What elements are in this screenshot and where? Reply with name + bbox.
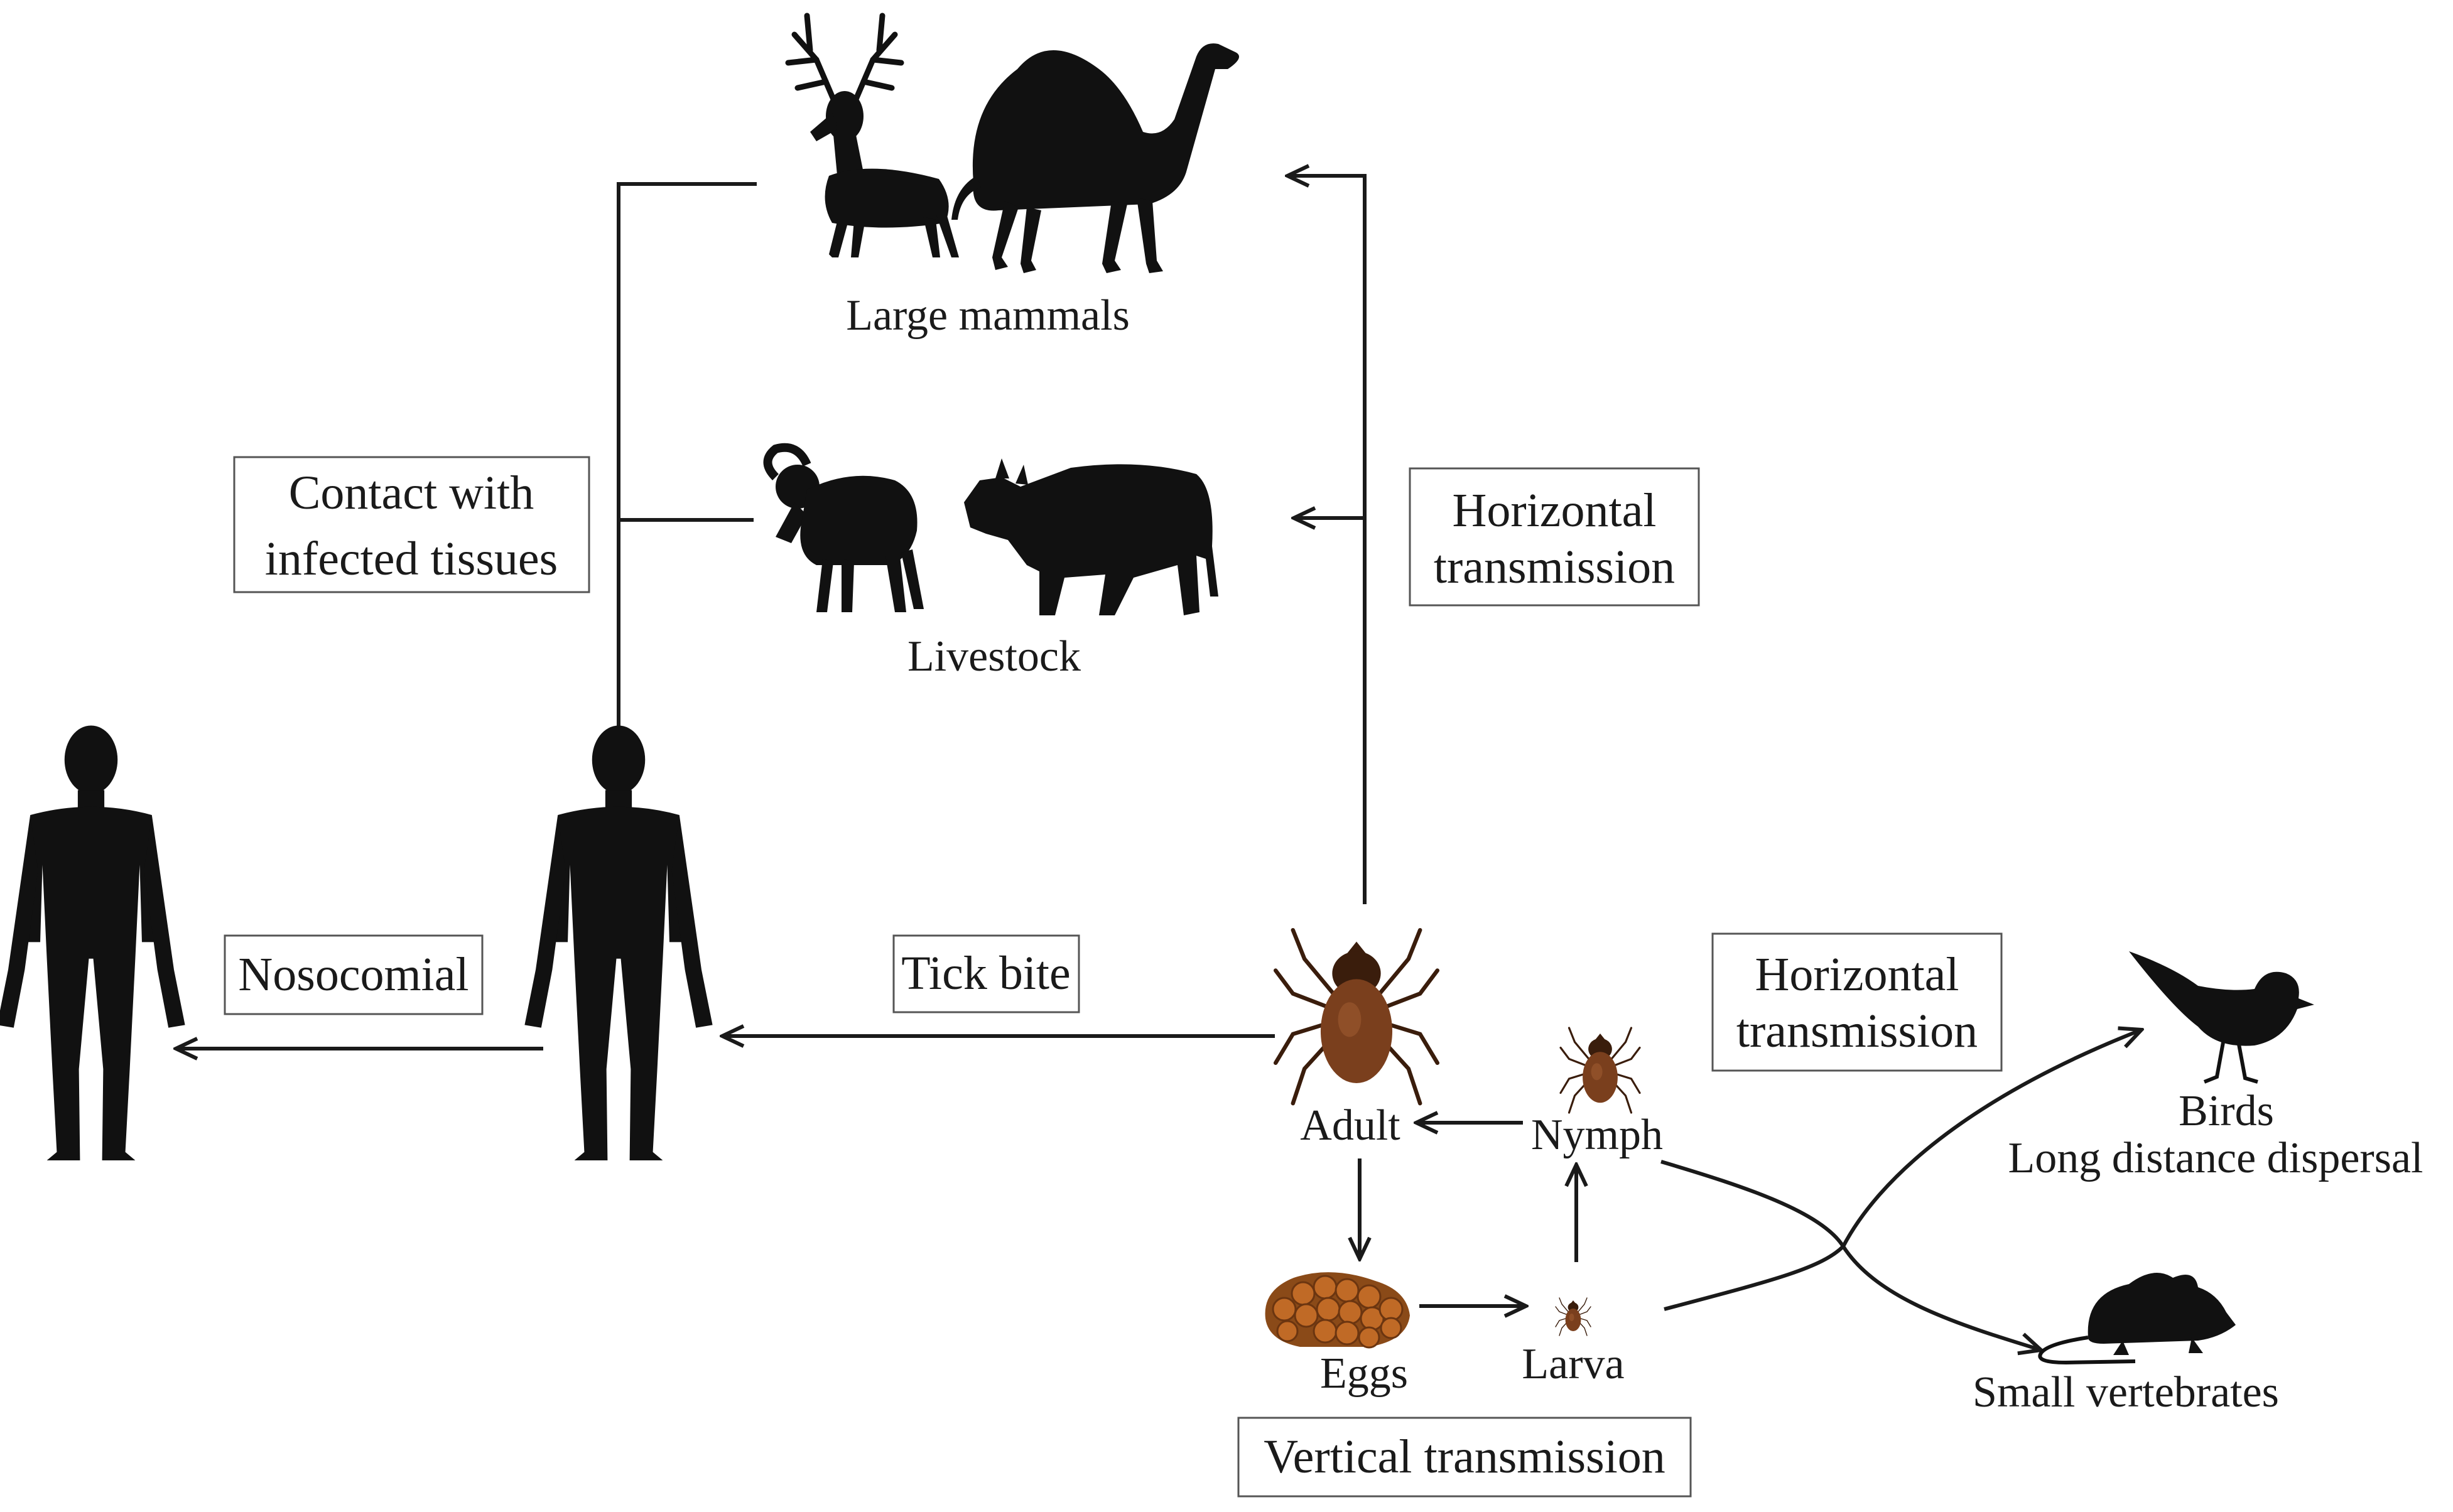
horizontal-trunk-line <box>1287 176 1367 904</box>
livestock-label: Livestock <box>907 632 1081 681</box>
tick-icon <box>1275 930 1438 1103</box>
horizontal-right-line1: Horizontal <box>1755 948 1959 1001</box>
to-small-vertebrates-curve <box>1660 1160 2041 1350</box>
contact-line1: Contact with <box>289 467 534 519</box>
birds-note-label: Long distance dispersal <box>2008 1134 2423 1182</box>
contact-bracket-line <box>619 182 757 792</box>
mouse-icon <box>2038 1273 2236 1365</box>
vertical-box: Vertical transmission <box>1237 1417 1692 1498</box>
eggs-label: Eggs <box>1320 1349 1408 1398</box>
horizontal-box-top: Horizontal transmission <box>1409 467 1700 607</box>
camel-icon <box>951 43 1239 273</box>
tick-bite-box: Tick bite <box>892 934 1080 1013</box>
bird-icon <box>2129 951 2314 1084</box>
contact-line2: infected tissues <box>265 532 558 585</box>
small-vertebrates-label: Small vertebrates <box>1973 1368 2279 1417</box>
horizontal-box-right: Horizontal transmission <box>1711 932 2003 1072</box>
birds-label: Birds <box>2179 1087 2274 1135</box>
vertical-label: Vertical transmission <box>1264 1430 1665 1483</box>
nosocomial-box: Nosocomial <box>224 934 484 1015</box>
sheep-icon <box>763 443 924 612</box>
deer-icon <box>785 13 959 257</box>
horizontal-right-line2: transmission <box>1736 1005 1978 1057</box>
tick-bite-label: Tick bite <box>901 947 1071 1000</box>
cow-icon <box>964 458 1218 615</box>
larva-label: Larva <box>1522 1340 1624 1388</box>
horizontal-top-line2: transmission <box>1434 541 1675 593</box>
contact-box: Contact with infected tissues <box>233 456 590 593</box>
tick-icon <box>1555 1297 1591 1336</box>
human-icon <box>0 725 185 1160</box>
nymph-label: Nymph <box>1531 1111 1663 1159</box>
horizontal-top-line1: Horizontal <box>1452 484 1656 537</box>
nosocomial-label: Nosocomial <box>238 948 468 1001</box>
eggs-icon <box>1265 1272 1410 1349</box>
tick-icon <box>1559 1027 1641 1114</box>
large-mammals-label: Large mammals <box>846 291 1130 340</box>
adult-label: Adult <box>1300 1101 1400 1150</box>
human-icon <box>524 725 713 1160</box>
to-birds-curve <box>1664 1030 2142 1311</box>
